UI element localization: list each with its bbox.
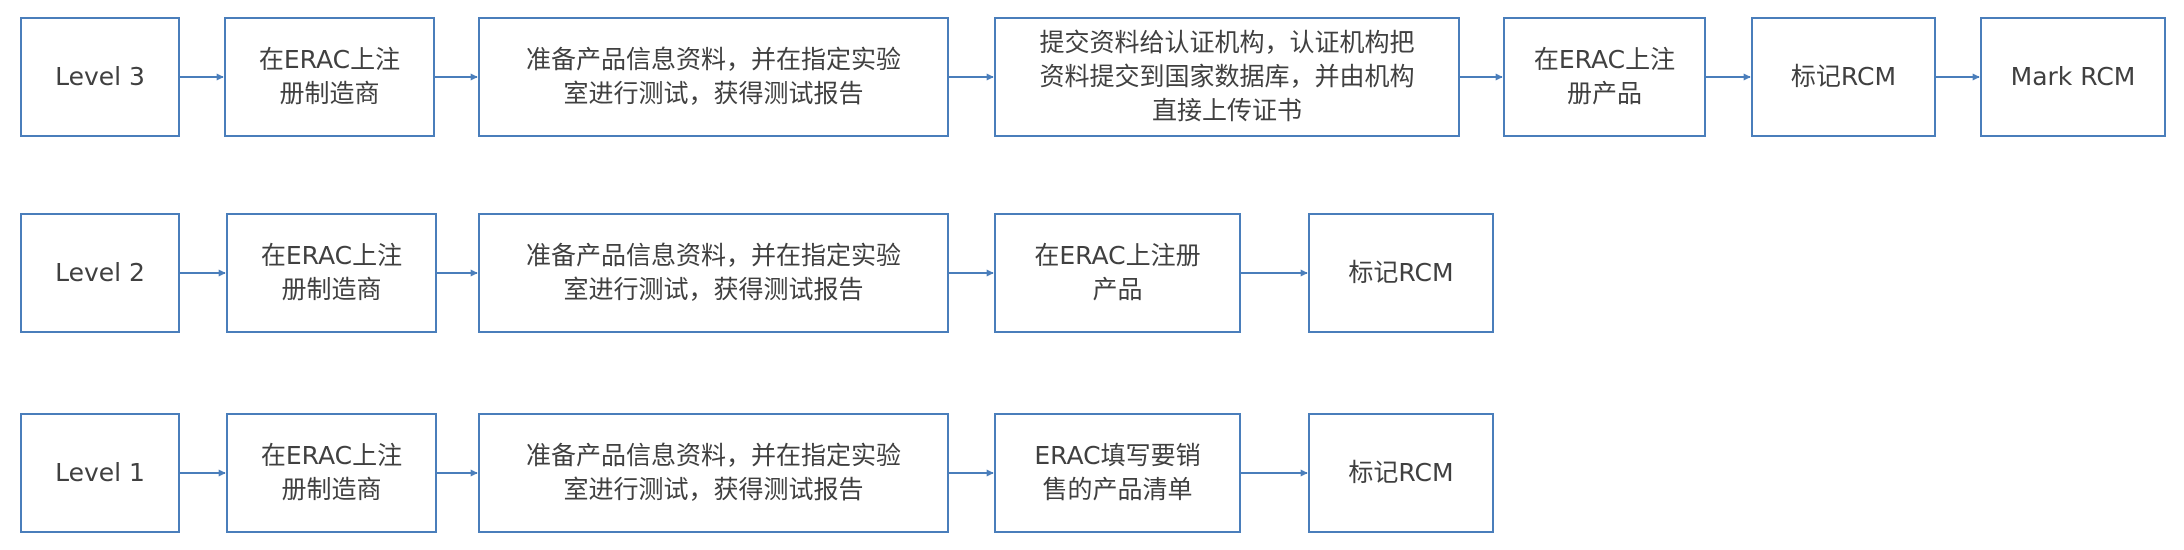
level-3-step-2-text: 准备产品信息资料，并在指定实验 室进行测试，获得测试报告: [525, 45, 901, 108]
level-2-label: Level 2: [55, 258, 145, 287]
level-1-step-3-text: ERAC填写要销 售的产品清单: [1034, 441, 1201, 504]
level-1-step-3: ERAC填写要销 售的产品清单: [994, 413, 1241, 533]
level-3-step-3-text: 提交资料给认证机构，认证机构把 资料提交到国家数据库，并由机构 直接上传证书: [1039, 28, 1415, 125]
level-3-step-1-text: 在ERAC上注 册制造商: [258, 45, 401, 108]
level-2-step-4: 标记RCM: [1308, 213, 1494, 333]
level-3-step-4: 在ERAC上注 册产品: [1503, 17, 1706, 137]
level-2-step-1: 在ERAC上注 册制造商: [226, 213, 437, 333]
level-2-step-4-text: 标记RCM: [1348, 258, 1454, 287]
level-1-step-2-text: 准备产品信息资料，并在指定实验 室进行测试，获得测试报告: [525, 441, 901, 504]
level-1-label: Level 1: [55, 458, 145, 487]
level-3-step-5-text: 标记RCM: [1790, 62, 1897, 91]
level-2-step-2: 准备产品信息资料，并在指定实验 室进行测试，获得测试报告: [478, 213, 949, 333]
level-3-step-6-text: Mark RCM: [2010, 62, 2136, 91]
level-1-step-4-text: 标记RCM: [1348, 458, 1454, 487]
level-2-step-2-text: 准备产品信息资料，并在指定实验 室进行测试，获得测试报告: [525, 241, 901, 304]
level-2-step-1-text: 在ERAC上注 册制造商: [260, 241, 403, 304]
level-3-step-2: 准备产品信息资料，并在指定实验 室进行测试，获得测试报告: [478, 17, 949, 137]
level-2-step-3: 在ERAC上注册 产品: [994, 213, 1241, 333]
level-1-step-1-text: 在ERAC上注 册制造商: [260, 441, 403, 504]
level-3-step-6: Mark RCM: [1980, 17, 2166, 137]
level-3-label: Level 3: [55, 62, 145, 91]
level-3-step-3: 提交资料给认证机构，认证机构把 资料提交到国家数据库，并由机构 直接上传证书: [994, 17, 1460, 137]
level-1-step-2: 准备产品信息资料，并在指定实验 室进行测试，获得测试报告: [478, 413, 949, 533]
level-2-step-3-text: 在ERAC上注册 产品: [1034, 241, 1201, 304]
level-3-step-4-text: 在ERAC上注 册产品: [1533, 45, 1676, 108]
level-3-step-1: 在ERAC上注 册制造商: [224, 17, 435, 137]
level-1-step-1: 在ERAC上注 册制造商: [226, 413, 437, 533]
level-1-step-4: 标记RCM: [1308, 413, 1494, 533]
level-2-label-box: Level 2: [20, 213, 180, 333]
level-3-step-5: 标记RCM: [1751, 17, 1936, 137]
level-3-label-box: Level 3: [20, 17, 180, 137]
level-1-label-box: Level 1: [20, 413, 180, 533]
